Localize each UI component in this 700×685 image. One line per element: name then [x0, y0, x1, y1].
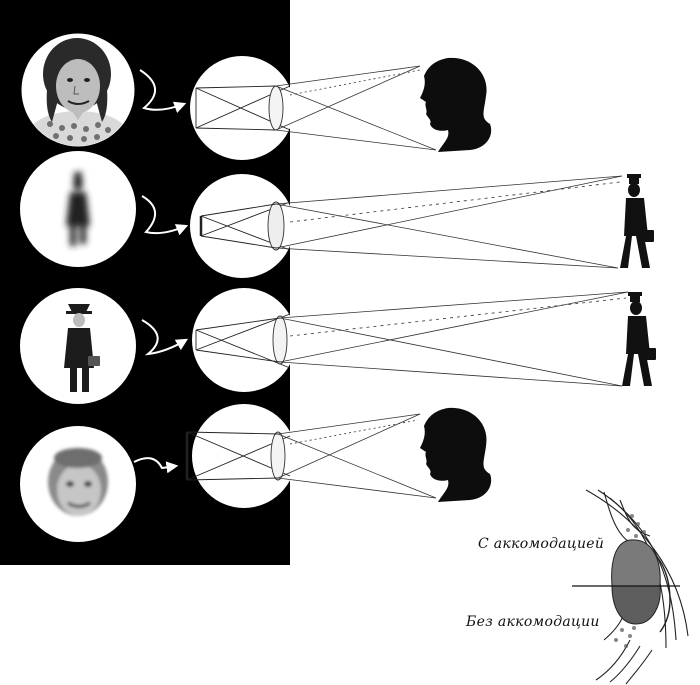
eye-optics-2 [199, 201, 291, 251]
rays-1 [275, 65, 437, 151]
eye-circle-1 [190, 56, 294, 160]
label-without-accommodation: Без аккомодации [466, 614, 600, 630]
girl-portrait-blurred [48, 448, 108, 516]
man-with-briefcase-1 [620, 174, 654, 268]
lens-relaxed [611, 585, 661, 625]
eye-optics-3 [195, 313, 291, 369]
man-with-briefcase-2 [622, 292, 656, 386]
row-2-far-object-defocused [20, 151, 654, 278]
girl-silhouette-2 [420, 407, 492, 502]
arrow-4 [133, 457, 179, 474]
label-with-accommodation: С аккомодацией [478, 536, 605, 552]
eye-optics-4 [185, 431, 291, 481]
eye-circle-3 [192, 288, 296, 392]
man-walking-blurred [66, 172, 90, 246]
man-walking-sharp [64, 304, 100, 392]
row-3-far-object-focused [20, 288, 656, 404]
girl-silhouette-1 [420, 57, 492, 152]
arrow-3 [141, 319, 189, 356]
row-1-near-object-focused [20, 32, 492, 160]
arrow-1 [139, 69, 187, 113]
row-4-near-object-defocused [20, 404, 492, 542]
lens-accommodated [611, 539, 661, 587]
rays-2 [275, 175, 623, 269]
girl-portrait-sharp [28, 38, 128, 146]
eye-circle-2 [190, 174, 294, 278]
accommodation-inset [572, 489, 689, 685]
arrow-2 [141, 195, 189, 236]
rays-4 [277, 413, 437, 499]
eye-optics-1 [195, 85, 291, 131]
rays-3 [279, 291, 629, 387]
